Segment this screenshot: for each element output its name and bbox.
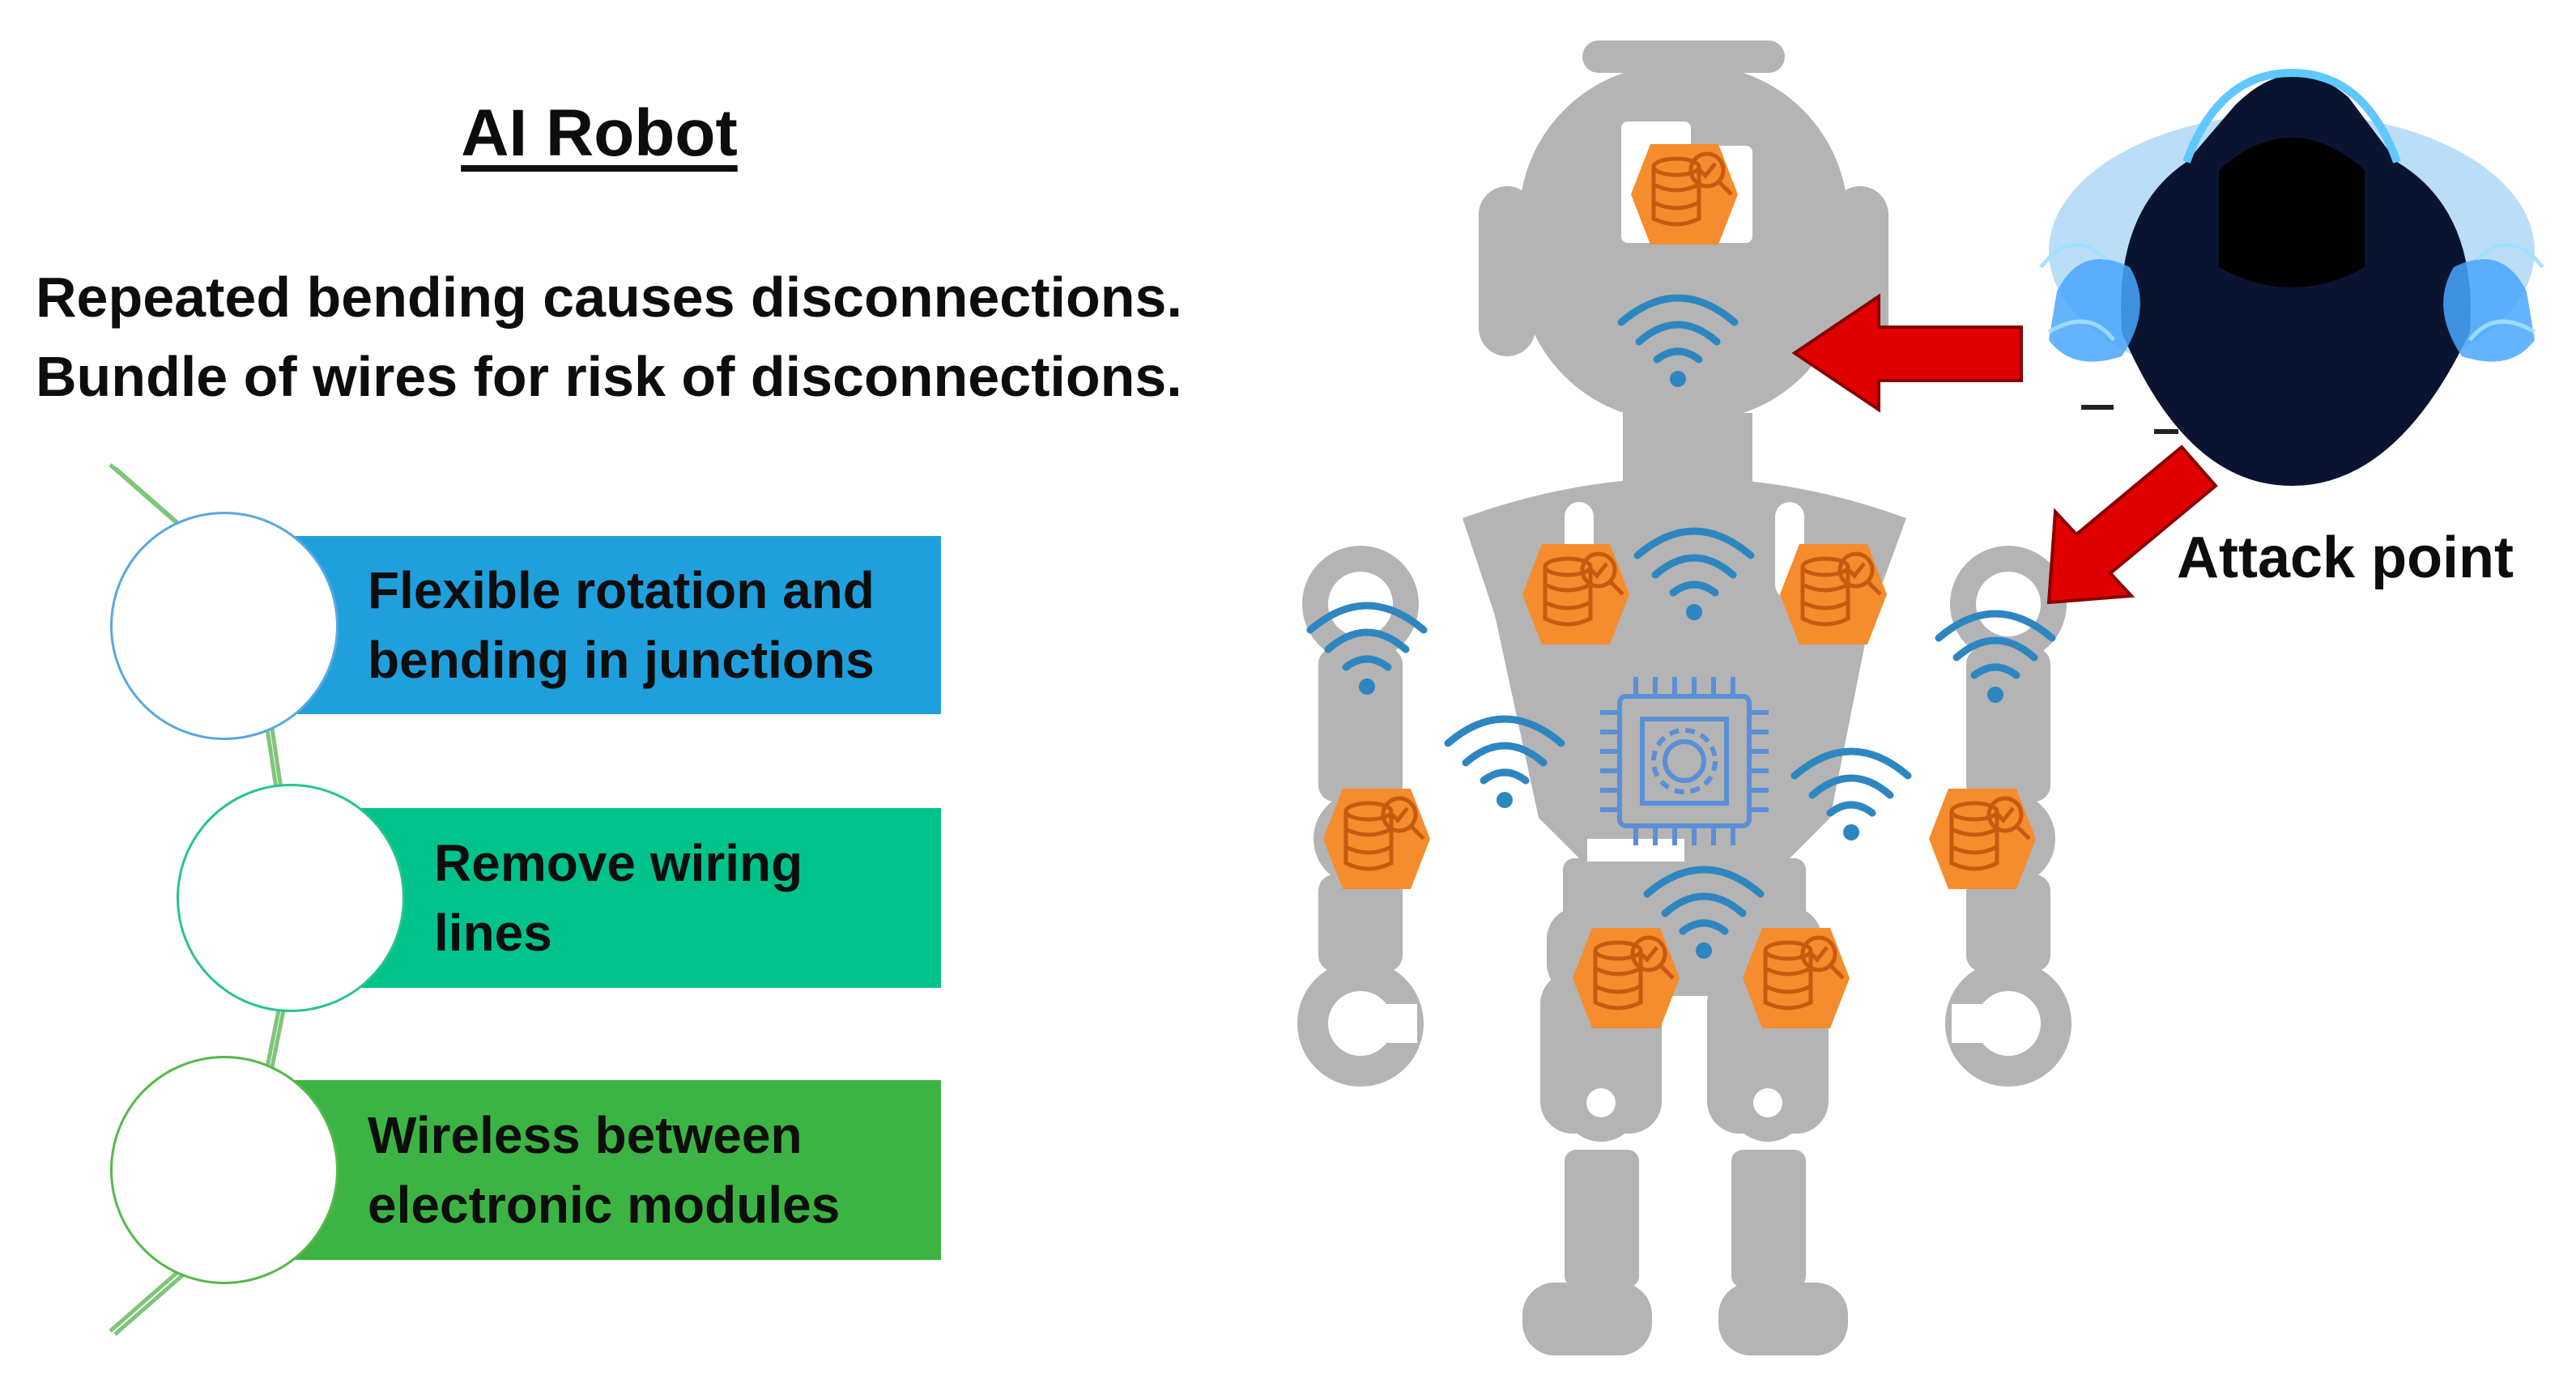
subtitle-line-2: Bundle of wires for risk of disconnectio… [36, 345, 1182, 408]
database-icon [1929, 789, 2036, 889]
processor-icon [1600, 677, 1769, 845]
database-icon [1780, 544, 1887, 645]
subtitle-line-1: Repeated bending causes disconnections. [36, 266, 1182, 329]
step-1-line-2: bending in junctions [368, 631, 875, 689]
step-2-line-2: lines [434, 904, 552, 962]
step-box-2: Remove wiring lines [334, 808, 941, 988]
database-icon [1631, 144, 1738, 245]
database-icon [1323, 789, 1430, 889]
diagram-title: AI Robot [461, 96, 738, 170]
step-2-line-1: Remove wiring [434, 834, 803, 892]
database-icon [1522, 544, 1629, 645]
step-box-1: Flexible rotation and bending in junctio… [267, 536, 941, 714]
attack-point-label: Attack point [2177, 525, 2514, 590]
hacker-icon [2039, 68, 2544, 487]
step-3-line-1: Wireless between [368, 1106, 803, 1164]
step-circle-2 [177, 784, 405, 1012]
step-1-line-1: Flexible rotation and [368, 561, 875, 619]
subtitle: Repeated bending causes disconnections. … [36, 257, 1234, 416]
database-icon [1743, 928, 1850, 1028]
step-3-line-2: electronic modules [368, 1176, 841, 1234]
step-circle-3 [110, 1056, 338, 1284]
step-circle-1 [110, 512, 338, 740]
database-icon [1573, 928, 1680, 1028]
arrow-icon [1791, 293, 2218, 605]
step-box-3: Wireless between electronic modules [267, 1080, 941, 1260]
